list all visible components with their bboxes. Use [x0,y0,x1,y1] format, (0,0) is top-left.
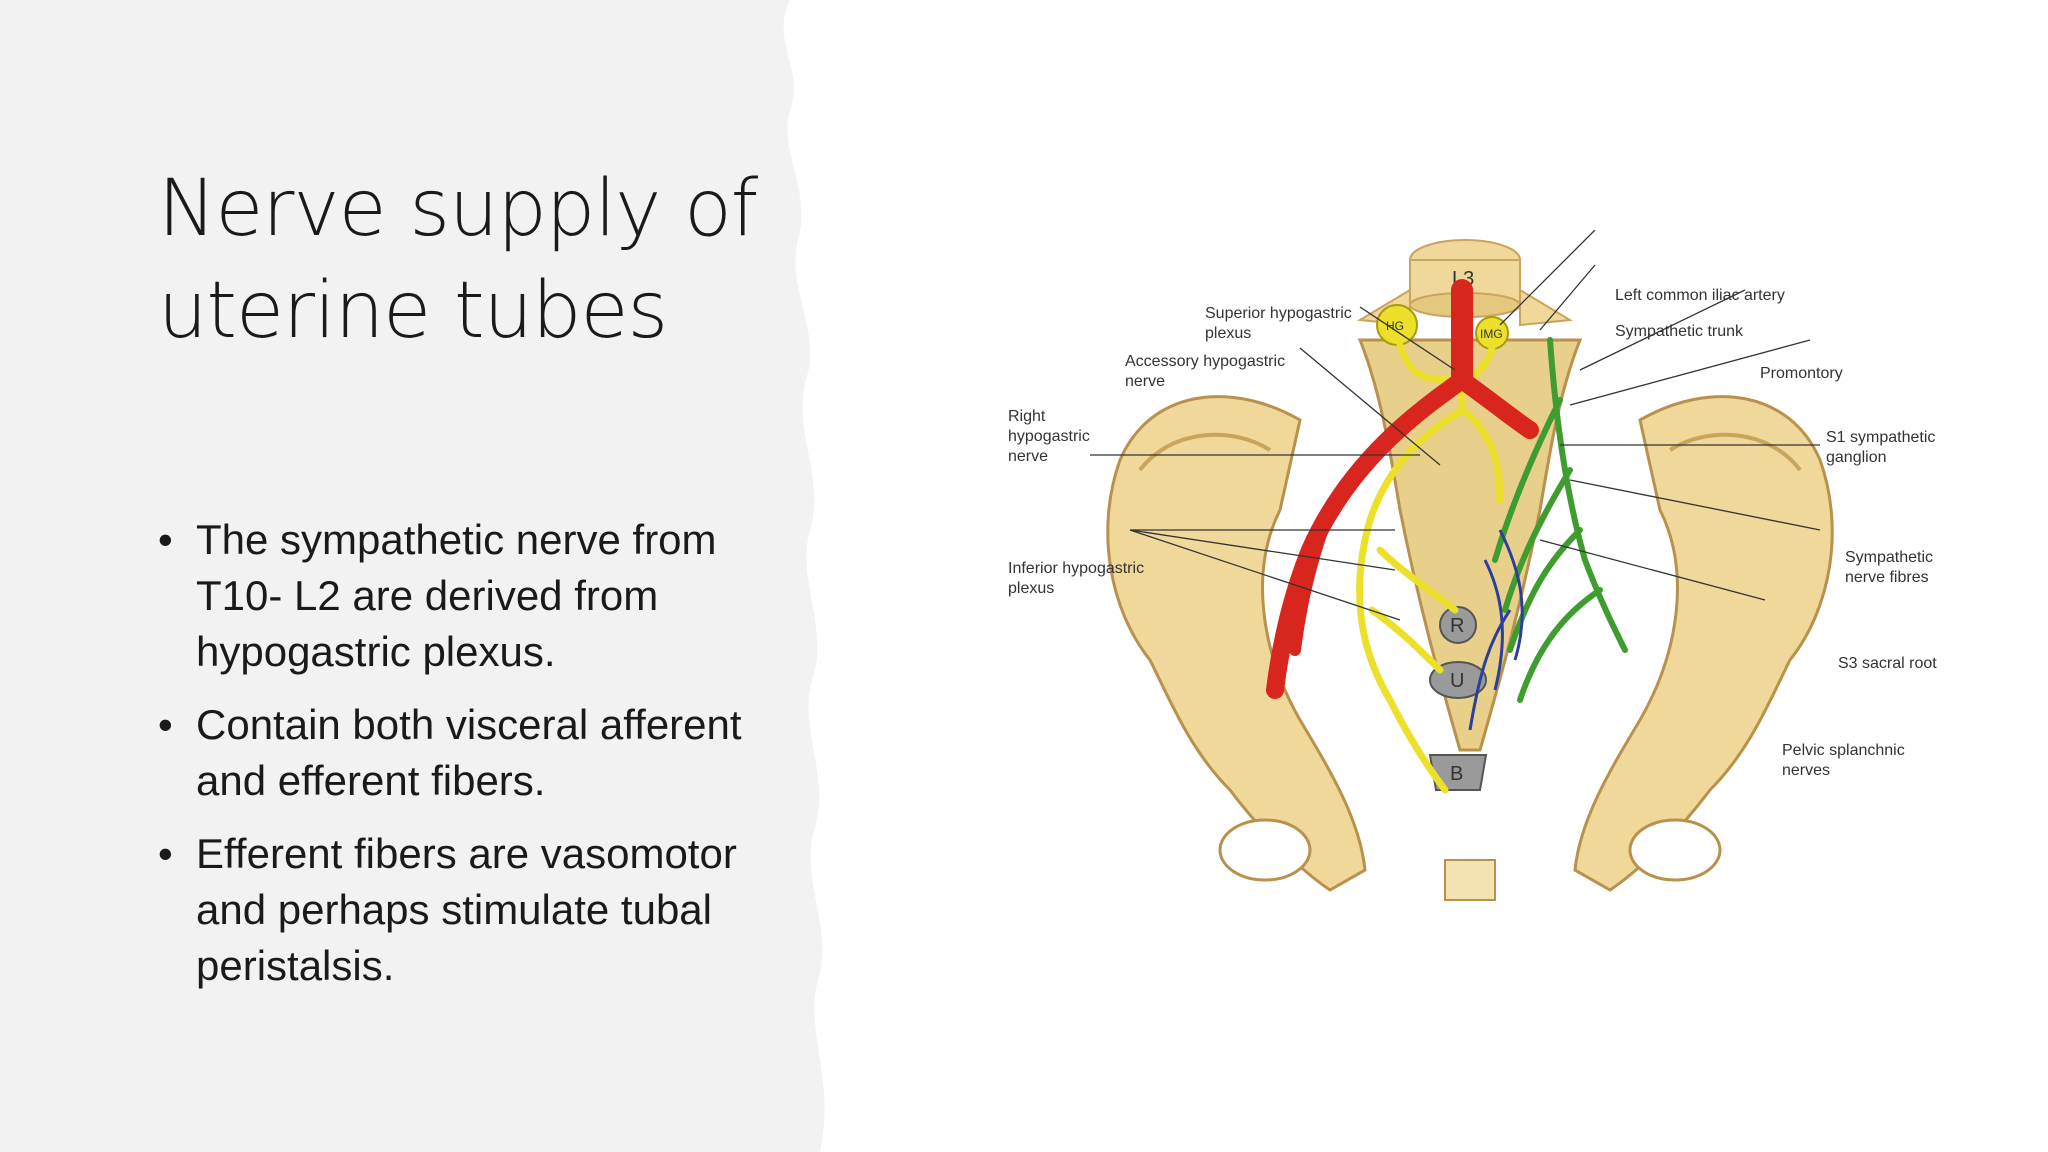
bullet-item: Contain both visceral afferent and effer… [158,697,798,809]
label-superior-hypogastric-plexus: Superior hypogastric plexus [1205,305,1356,342]
label-right-hypogastric-nerve: Right hypogastric nerve [1008,408,1094,465]
uterus-label: U [1450,670,1464,692]
img-label: IMG [1480,327,1503,341]
label-accessory-hypogastric-nerve: Accessory hypogastric nerve [1125,353,1290,390]
label-sympathetic-nerve-fibres: Sympathetic nerve fibres [1845,549,1938,586]
label-s1-sympathetic-ganglion: S1 sympathetic ganglion [1826,429,1940,466]
label-pelvic-splanchnic-nerves: Pelvic splanchnic nerves [1782,742,1909,779]
hg-label: HG [1386,319,1404,333]
bullet-item: Efferent fibers are vasomotor and perhap… [158,826,798,994]
pelvic-splanchnic-nerves [1468,529,1524,731]
bladder-label: B [1450,763,1463,785]
common-iliac-arteries [1266,279,1539,699]
diagram-labels: Superior hypogastric plexus Accessory hy… [1008,287,1940,779]
label-promontory: Promontory [1760,365,1843,382]
label-leader-lines [1090,230,1821,621]
label-inferior-hypogastric-plexus: Inferior hypogastric plexus [1008,560,1149,597]
sympathetic-trunk [1492,337,1628,703]
bullet-list: The sympathetic nerve from T10- L2 are d… [158,512,798,1011]
bullet-item: The sympathetic nerve from T10- L2 are d… [158,512,798,680]
pelvic-nerve-diagram: L3 R U B [1000,230,1980,930]
slide-title: Nerve supply of uterine tubes [158,164,758,356]
label-sympathetic-trunk: Sympathetic trunk [1615,323,1744,340]
rectum-label: R [1450,615,1464,637]
label-s3-sacral-root: S3 sacral root [1838,655,1937,672]
label-left-common-iliac-artery: Left common iliac artery [1615,287,1785,304]
hypogastric-plexus [1356,316,1504,794]
pelvic-organs: R U B [1428,606,1488,791]
